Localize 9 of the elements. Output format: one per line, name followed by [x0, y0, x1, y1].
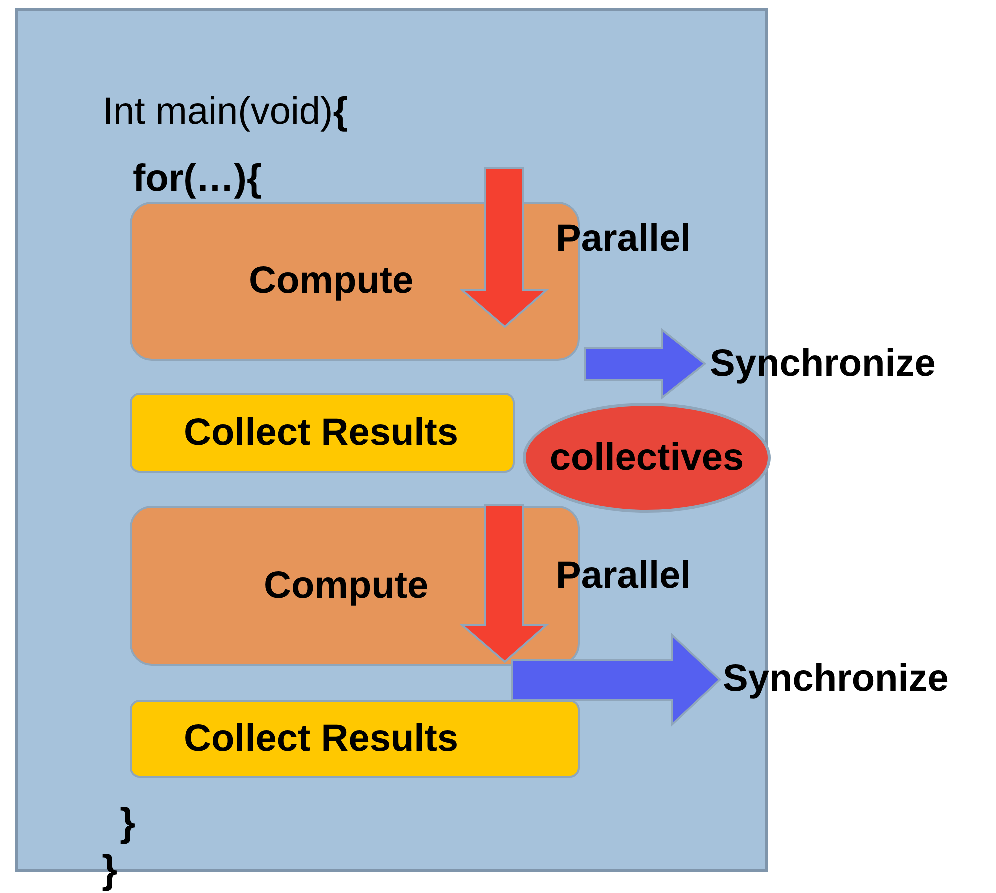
arrow-label: Synchronize	[710, 345, 936, 383]
arrow-label: Synchronize	[723, 660, 949, 698]
process-box: Collect Results	[130, 700, 580, 778]
closing-brace: }	[120, 803, 136, 843]
closing-brace: }	[102, 850, 118, 890]
process-box: Collect Results	[130, 393, 515, 473]
collectives-ellipse: collectives	[523, 403, 771, 513]
code-line: for(…){	[133, 160, 262, 198]
code-line: Int main(void){	[103, 93, 348, 131]
